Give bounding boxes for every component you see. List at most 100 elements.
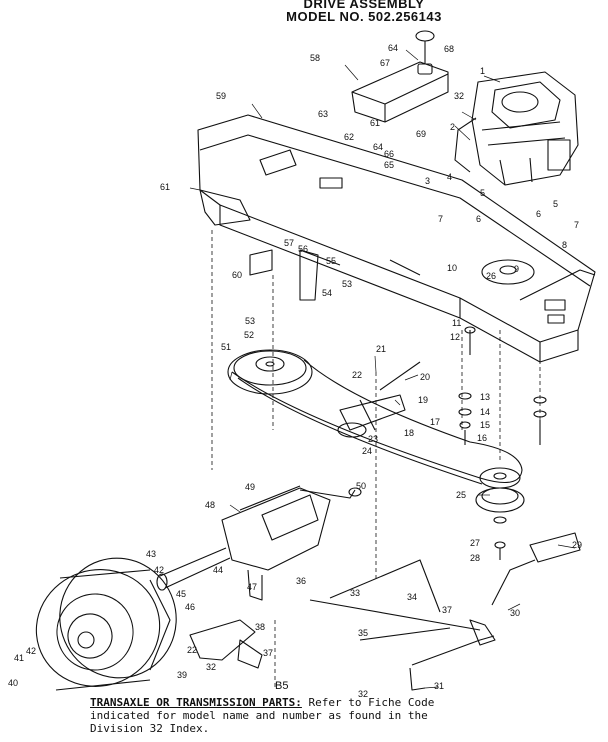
callout-22b: 22 bbox=[187, 645, 197, 655]
callout-24: 24 bbox=[362, 446, 372, 456]
callout-5: 5 bbox=[480, 188, 485, 198]
callout-63: 63 bbox=[318, 109, 328, 119]
callout-37: 37 bbox=[263, 648, 273, 658]
callout-53: 53 bbox=[245, 316, 255, 326]
callout-68: 68 bbox=[444, 44, 454, 54]
callout-42: 42 bbox=[26, 646, 36, 656]
callout-23: 23 bbox=[368, 434, 378, 444]
callout-12: 12 bbox=[450, 332, 460, 342]
callout-51: 51 bbox=[221, 342, 231, 352]
callout-31: 31 bbox=[434, 681, 444, 691]
part-callouts: 1 2 3 4 5 5 6 6 7 7 8 9 10 11 12 13 14 1… bbox=[8, 43, 582, 699]
footnote-line-1: TRANSAXLE OR TRANSMISSION PARTS: Refer t… bbox=[90, 696, 550, 709]
figure-code: B5 bbox=[275, 680, 289, 692]
callout-44: 44 bbox=[213, 565, 223, 575]
transaxle-footnote: TRANSAXLE OR TRANSMISSION PARTS: Refer t… bbox=[90, 696, 550, 735]
callout-25: 25 bbox=[456, 490, 466, 500]
pulley-small bbox=[475, 467, 525, 513]
callout-61: 61 bbox=[160, 182, 170, 192]
callout-14: 14 bbox=[480, 407, 490, 417]
callout-30: 30 bbox=[510, 608, 520, 618]
callout-11: 11 bbox=[452, 318, 461, 328]
gas-tank bbox=[351, 30, 449, 123]
callout-7b: 7 bbox=[574, 220, 579, 230]
callout-6b: 6 bbox=[536, 209, 541, 219]
footnote-line-3: Division 32 Index. bbox=[90, 722, 210, 735]
callout-36: 36 bbox=[296, 576, 306, 586]
bolt-stacks bbox=[458, 326, 547, 560]
callout-16: 16 bbox=[477, 433, 487, 443]
brake-linkage bbox=[309, 559, 496, 691]
callout-52: 52 bbox=[244, 330, 254, 340]
callout-43: 43 bbox=[146, 549, 156, 559]
model-number: MODEL NO. 502.256143 bbox=[286, 9, 442, 24]
callout-27: 27 bbox=[470, 538, 480, 548]
callout-65: 65 bbox=[384, 160, 394, 170]
callout-35: 35 bbox=[358, 628, 368, 638]
callout-39: 39 bbox=[177, 670, 187, 680]
rear-wheel bbox=[35, 557, 177, 691]
engine bbox=[454, 71, 579, 186]
callout-17: 17 bbox=[430, 417, 440, 427]
callout-22: 22 bbox=[352, 370, 362, 380]
callout-69: 69 bbox=[416, 129, 426, 139]
callout-45: 45 bbox=[176, 589, 186, 599]
callout-62: 62 bbox=[344, 132, 354, 142]
callout-48: 48 bbox=[205, 500, 215, 510]
callout-37b: 37 bbox=[442, 605, 452, 615]
callout-18: 18 bbox=[404, 428, 414, 438]
callout-20: 20 bbox=[420, 372, 430, 382]
callout-33: 33 bbox=[350, 588, 360, 598]
callout-53b: 53 bbox=[342, 279, 352, 289]
footnote-line1-rest: Refer to Fiche Code bbox=[308, 696, 435, 709]
callout-40: 40 bbox=[8, 678, 18, 688]
callout-64: 64 bbox=[373, 142, 383, 152]
callout-8: 8 bbox=[562, 240, 567, 250]
callout-56: 56 bbox=[298, 244, 308, 254]
callout-50: 50 bbox=[356, 481, 366, 491]
callout-41: 41 bbox=[14, 653, 24, 663]
callout-10: 10 bbox=[447, 263, 457, 273]
callout-64b: 64 bbox=[388, 43, 398, 53]
callout-21: 21 bbox=[376, 344, 386, 354]
shift-lever bbox=[491, 532, 581, 606]
frame bbox=[197, 114, 596, 363]
callout-15: 15 bbox=[480, 420, 490, 430]
callout-61b: 61 bbox=[370, 118, 380, 128]
callout-9: 9 bbox=[514, 264, 519, 274]
drive-belt bbox=[231, 359, 523, 485]
callout-38: 38 bbox=[255, 622, 265, 632]
callout-32c: 32 bbox=[206, 662, 216, 672]
callout-34: 34 bbox=[407, 592, 417, 602]
callout-66: 66 bbox=[384, 149, 394, 159]
callout-59: 59 bbox=[216, 91, 226, 101]
callout-1: 1 bbox=[480, 66, 485, 76]
callout-28: 28 bbox=[470, 553, 480, 563]
footnote-lead: TRANSAXLE OR TRANSMISSION PARTS: bbox=[90, 696, 302, 709]
callout-13: 13 bbox=[480, 392, 490, 402]
callout-55: 55 bbox=[326, 256, 336, 266]
callout-57: 57 bbox=[284, 238, 294, 248]
callout-58: 58 bbox=[310, 53, 320, 63]
transaxle bbox=[156, 485, 362, 601]
callout-3: 3 bbox=[425, 176, 430, 186]
callout-7: 7 bbox=[438, 214, 443, 224]
callout-47: 47 bbox=[247, 582, 257, 592]
callout-5b: 5 bbox=[553, 199, 558, 209]
callout-46: 46 bbox=[185, 602, 195, 612]
callout-4: 4 bbox=[447, 172, 452, 182]
callout-60: 60 bbox=[232, 270, 242, 280]
callout-32b: 32 bbox=[454, 91, 464, 101]
callout-29: 29 bbox=[572, 540, 582, 550]
callout-32: 32 bbox=[358, 689, 368, 699]
callout-19: 19 bbox=[418, 395, 428, 405]
diagram-title: DRIVE ASSEMBLY bbox=[303, 0, 425, 11]
callout-2: 2 bbox=[450, 122, 455, 132]
callout-42b: 42 bbox=[154, 565, 164, 575]
footnote-line-2: indicated for model name and number as f… bbox=[90, 709, 428, 722]
callout-26: 26 bbox=[486, 271, 496, 281]
callout-67: 67 bbox=[380, 58, 390, 68]
callout-49: 49 bbox=[245, 482, 255, 492]
callout-6: 6 bbox=[476, 214, 481, 224]
